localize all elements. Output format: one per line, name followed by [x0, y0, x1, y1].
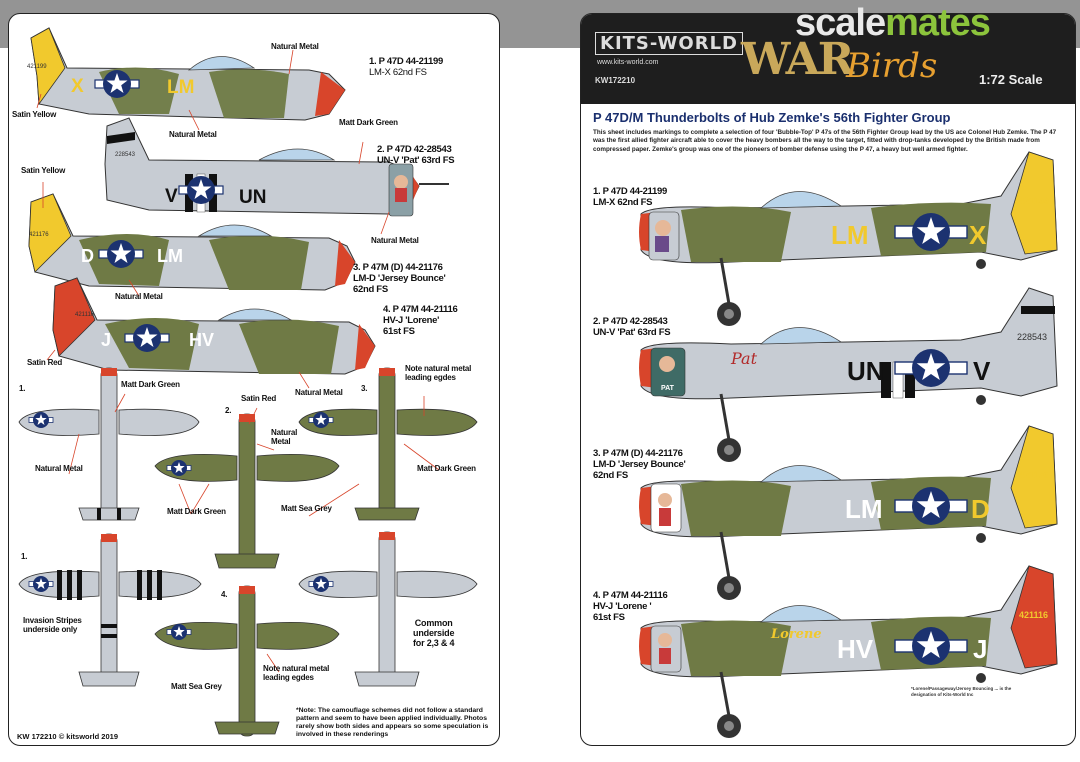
r2-right-code: V [973, 356, 991, 386]
right-panel-decals: KITS-WORLD www.kits-world.com KW172210 W… [580, 13, 1076, 746]
planform-3-top [298, 367, 478, 521]
svg-text:PAT: PAT [661, 385, 675, 392]
right-caption-1: 1. P 47D 44-21199 LM-X 62nd FS [593, 186, 667, 208]
a2-tail-number: 228543 [115, 152, 136, 158]
label-common-underside: Common underside for 2,3 & 4 [413, 618, 455, 648]
label-note-leading-2: Note natural metal leading egdes [263, 664, 330, 682]
underside-common [298, 531, 478, 687]
trademark-note: *Lorene/Passageway/Jersey Bouncing ... i… [911, 686, 1012, 697]
a3-tail-number: 421176 [29, 232, 49, 238]
label-satin-yellow-2: Satin Yellow [21, 166, 66, 175]
sheet-title: P 47D/M Thunderbolts of Hub Zemke's 56th… [593, 110, 951, 125]
a3-left-code: D [81, 246, 94, 266]
a1-left-code: X [71, 76, 84, 97]
sheet-header: KITS-WORLD www.kits-world.com KW172210 W… [581, 14, 1075, 104]
label-satin-yellow-1: Satin Yellow [12, 110, 57, 119]
r2-left-code: UN [847, 356, 885, 386]
number-1-top: 1. [19, 384, 26, 393]
label-natural-metal-3: Natural Metal [371, 236, 419, 245]
planform-4-top [154, 585, 340, 737]
kits-world-url: www.kits-world.com [597, 59, 659, 66]
right-caption-4: 4. P 47M 44-21116 HV-J 'Lorene ' 61st FS [593, 590, 668, 623]
profile-2: V UN 228543 [104, 117, 449, 217]
left-caption-2: 2. P 47D 42-28543 UN-V 'Pat' 63rd FS [377, 144, 455, 166]
r1-right-code: X [969, 220, 987, 250]
a2-left-code: V [165, 186, 178, 207]
label-note-leading-1: Note natural metal leading egdes [405, 364, 472, 382]
r3-tail-number: 421176 [1019, 470, 1049, 480]
label-matt-dark-green-3: Matt Dark Green [417, 464, 476, 473]
profile-1: X LM 421199 [27, 27, 346, 121]
r4-tail-number: 421116 [1019, 610, 1048, 620]
left-panel-profiles: X LM 421199 V UN 228543 D LM 421176 [8, 13, 500, 746]
label-satin-red-1: Satin Red [27, 358, 63, 367]
r4-left-code: HV [837, 634, 874, 664]
r1-left-code: LM [831, 220, 869, 250]
footer-code: KW 172210 © kitsworld 2019 [17, 732, 118, 741]
label-natural-metal-1: Natural Metal [271, 42, 319, 51]
label-natural-metal-5: Natural Metal [295, 388, 343, 397]
number-2-top: 2. [225, 406, 232, 415]
left-caption-1: 1. P 47D 44-21199 LM-X 62nd FS [369, 56, 443, 78]
planform-1-top [18, 367, 200, 521]
a1-right-code: LM [167, 77, 194, 98]
label-matt-sea-grey-2: Matt Sea Grey [171, 682, 222, 691]
right-artwork: LM X 421199 PAT Pat UN V 228543 [639, 151, 1058, 738]
a4-right-code: HV [189, 330, 214, 350]
profile-4: J HV 421116 [52, 277, 376, 375]
label-natural-metal-7: Natural Metal [35, 464, 83, 473]
a3-right-code: LM [157, 246, 183, 266]
label-matt-sea-grey-1: Matt Sea Grey [281, 504, 332, 513]
leader-lines [36, 49, 440, 673]
r3-left-code: LM [845, 494, 883, 524]
left-caption-4: 4. P 47M 44-21116 HV-J 'Lorene' 61st FS [383, 304, 458, 337]
right-caption-2: 2. P 47D 42-28543 UN-V 'Pat' 63rd FS [593, 316, 671, 338]
label-natural-metal-4: Natural Metal [115, 292, 163, 301]
r2-tail-number: 228543 [1017, 332, 1047, 342]
label-matt-dark-green-2: Matt Dark Green [121, 380, 180, 389]
number-4-top: 4. [221, 590, 228, 599]
kits-world-logo: KITS-WORLD [595, 32, 743, 55]
a4-tail-number: 421116 [75, 312, 95, 318]
decal-profile-2: PAT Pat UN V 228543 [639, 287, 1058, 462]
number-1-bottom: 1. [21, 552, 28, 561]
scalemates-watermark: scalemates [795, 2, 991, 44]
label-invasion-stripes: Invasion Stripes underside only [23, 616, 82, 634]
warbirds-logo: WAR [741, 34, 854, 85]
scale-label: 1:72 Scale [979, 72, 1043, 87]
r4-lorene-script: Lorene [770, 627, 822, 642]
decal-profile-4: Lorene HV J 421116 [639, 565, 1058, 738]
r3-right-code: D [971, 494, 990, 524]
r2-pat-nose-art: Pat [730, 349, 758, 368]
a4-left-code: J [101, 330, 111, 350]
label-satin-red-2: Satin Red [241, 394, 277, 403]
yellow-tail [30, 27, 66, 106]
underside-1 [18, 533, 202, 687]
planform-2-top [154, 413, 340, 569]
r1-tail-number: 421199 [1019, 196, 1049, 206]
sheet-description: This sheet includes markings to complete… [593, 129, 1057, 153]
decal-profile-1: LM X 421199 [639, 151, 1058, 326]
right-caption-3: 3. P 47M (D) 44-21176 LM-D 'Jersey Bounc… [593, 448, 686, 481]
left-caption-3: 3. P 47M (D) 44-21176 LM-D 'Jersey Bounc… [353, 262, 446, 295]
a2-right-code: UN [239, 187, 266, 208]
r4-right-code: J [973, 634, 987, 664]
product-code: KW172210 [595, 76, 636, 85]
label-matt-dark-green-4: Matt Dark Green [167, 507, 226, 516]
profile-3: D LM 421176 [28, 193, 356, 291]
number-3-top: 3. [361, 384, 368, 393]
a1-tail-number: 421199 [27, 64, 47, 70]
label-matt-dark-green-1: Matt Dark Green [339, 118, 398, 127]
label-natural-metal-2: Natural Metal [169, 130, 217, 139]
footer-note: *Note: The camouflage schemes did not fo… [296, 707, 489, 738]
left-artwork: X LM 421199 V UN 228543 D LM 421176 [18, 27, 478, 737]
decal-profile-3: LM D 421176 [639, 425, 1058, 600]
birds-script: Birds [846, 46, 938, 86]
